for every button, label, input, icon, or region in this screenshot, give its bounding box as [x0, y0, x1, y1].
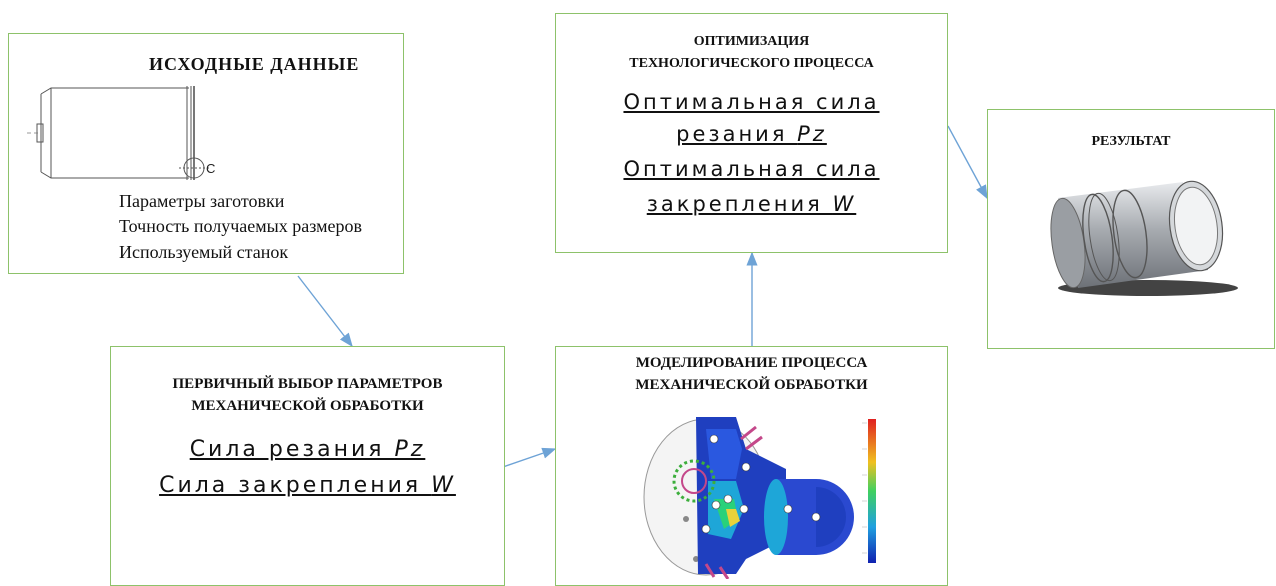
optimization-title-line2: ТЕХНОЛОГИЧЕСКОГО ПРОЦЕССА [629, 56, 874, 71]
finished-part-image [1050, 180, 1238, 296]
fea-simulation-image [643, 417, 876, 579]
source-data-title: ИСХОДНЫЕ ДАННЫЕ [149, 54, 360, 74]
arrow-optimization-to-result [947, 125, 988, 200]
result-title: РЕЗУЛЬТАТ [1091, 134, 1171, 149]
drawing-label-c: C [206, 161, 216, 176]
source-item-accuracy: Точность получаемых размеров [119, 216, 362, 236]
optimal-clamping-force-line1: Оптимальная сила [623, 157, 880, 181]
modeling-box: МОДЕЛИРОВАНИЕ ПРОЦЕССА МЕХАНИЧЕСКОЙ ОБРА… [555, 346, 948, 586]
blank-drawing [27, 86, 209, 180]
modeling-title-line1: МОДЕЛИРОВАНИЕ ПРОЦЕССА [635, 355, 868, 371]
arrow-source-to-primary [297, 275, 353, 348]
primary-selection-box: ПЕРВИЧНЫЙ ВЫБОР ПАРАМЕТРОВ МЕХАНИЧЕСКОЙ … [110, 346, 505, 586]
primary-clamping-force: Сила закрепления W [159, 473, 456, 498]
optimal-cutting-force-line1: Оптимальная сила [623, 90, 880, 114]
optimization-title-line1: ОПТИМИЗАЦИЯ [693, 34, 810, 49]
optimal-cutting-force-line2: резания Pz [676, 122, 827, 146]
result-box: РЕЗУЛЬТАТ [987, 109, 1275, 349]
source-item-blank-params: Параметры заготовки [119, 191, 285, 211]
source-data-box: ИСХОДНЫЕ ДАННЫЕ C Параметры заготовки То… [8, 33, 404, 274]
primary-cutting-force: Сила резания Pz [189, 437, 426, 462]
modeling-title-line2: МЕХАНИЧЕСКОЙ ОБРАБОТКИ [635, 377, 868, 393]
optimization-box: ОПТИМИЗАЦИЯ ТЕХНОЛОГИЧЕСКОГО ПРОЦЕССА Оп… [555, 13, 948, 253]
source-item-machine: Используемый станок [119, 242, 289, 262]
arrow-primary-to-modeling [502, 447, 557, 468]
optimal-clamping-force-line2: закрепления W [646, 192, 857, 216]
primary-title-line2: МЕХАНИЧЕСКОЙ ОБРАБОТКИ [191, 398, 424, 414]
primary-title-line1: ПЕРВИЧНЫЙ ВЫБОР ПАРАМЕТРОВ [172, 376, 443, 392]
